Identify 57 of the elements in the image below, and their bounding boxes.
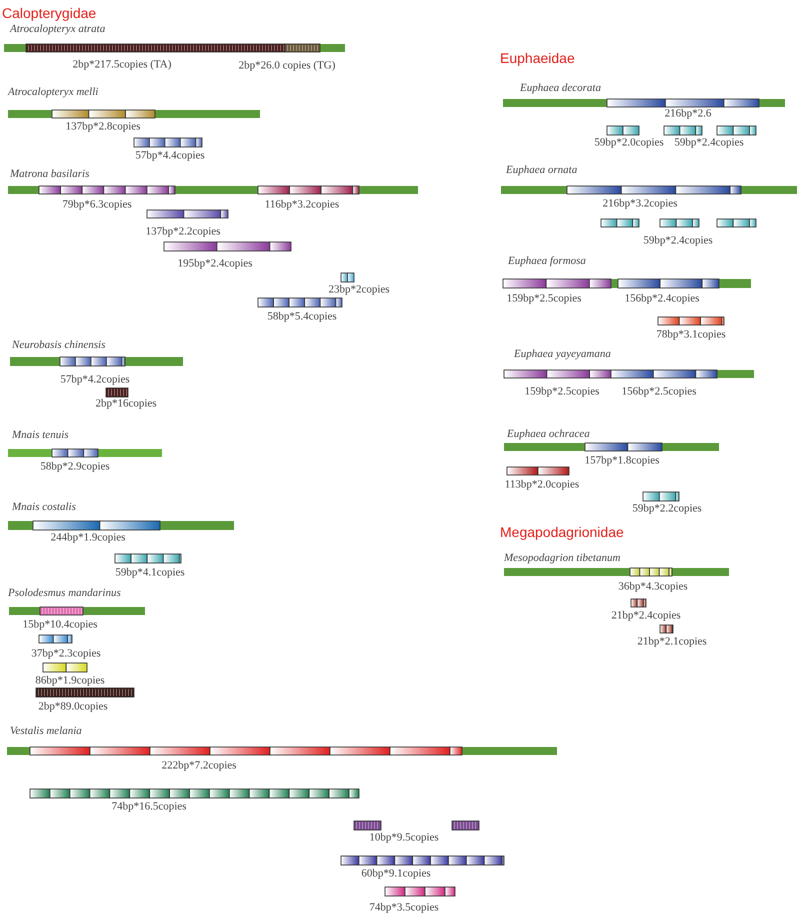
repeat-label: 216bp*2.6: [664, 108, 712, 120]
species-name: Euphaea ornata: [506, 165, 578, 176]
repeat-label: 37bp*2.3copies: [31, 648, 101, 660]
repeat-label: 59bp*2.4copies: [643, 236, 713, 246]
repeat-label: 15bp*10.4copies: [22, 620, 98, 630]
repeat-label: 74bp*16.5copies: [112, 802, 186, 812]
repeat-label: 23bp*2copies: [328, 284, 390, 296]
species-name: Euphaea decorata: [520, 83, 601, 94]
family-heading: Euphaeidae: [500, 51, 575, 65]
repeat-label: 59bp*2.0copies: [594, 138, 664, 148]
repeat-label: 195bp*2.4copies: [178, 258, 252, 270]
species-name: Vestalis melania: [10, 726, 82, 737]
species-name: Mnais costalis: [12, 502, 76, 513]
repeat-label: 159bp*2.5copies: [506, 294, 582, 304]
repeat-label: 2bp*26.0 copies (TG): [238, 60, 336, 72]
species-name: Matrona basilaris: [10, 169, 90, 180]
repeat-label: 86bp*1.9copies: [35, 676, 105, 686]
repeat-label: 21bp*2.1copies: [637, 636, 707, 648]
repeat-label: 10bp*9.5copies: [369, 832, 439, 844]
repeat-label: 59bp*2.2copies: [632, 504, 702, 514]
repeat-label: 2bp*217.5copies (TA): [72, 60, 172, 70]
repeat-label: 57bp*4.4copies: [135, 150, 205, 162]
species-name: Euphaea yayeyamana: [514, 349, 611, 360]
family-heading: Calopterygidae: [2, 6, 96, 20]
species-name: Euphaea ochracea: [507, 429, 590, 440]
repeat-label: 36bp*4.3copies: [618, 582, 688, 592]
repeat-label: 116bp*3.2copies: [264, 200, 340, 210]
repeat-label: 156bp*2.5copies: [622, 386, 696, 398]
species-name: Atrocalopteryx melli: [8, 87, 98, 98]
repeat-label: 57bp*4.2copies: [60, 374, 130, 386]
species-name: Neurobasis chinensis: [12, 340, 106, 351]
repeat-label: 157bp*1.8copies: [584, 456, 660, 466]
repeat-label: 137bp*2.2copies: [146, 226, 220, 238]
repeat-label: 74bp*3.5copies: [369, 902, 439, 914]
repeat-label: 244bp*1.9copies: [50, 532, 126, 544]
repeat-label: 59bp*2.4copies: [674, 138, 744, 148]
repeat-label: 78bp*3.1copies: [656, 330, 726, 340]
repeat-label: 21bp*2.4copies: [611, 610, 681, 622]
repeat-label: 79bp*6.3copies: [62, 200, 132, 210]
repeat-label: 137bp*2.8copies: [66, 122, 140, 132]
repeat-label: 2bp*89.0copies: [38, 702, 108, 712]
repeat-label: 216bp*3.2copies: [602, 198, 678, 210]
species-name: Euphaea formosa: [508, 256, 586, 267]
repeat-label: 2bp*16copies: [95, 398, 157, 410]
repeat-label: 156bp*2.4copies: [624, 294, 700, 304]
species-name: Psolodesmus mandarinus: [8, 588, 121, 599]
species-name: Atrocalopteryx atrata: [10, 24, 106, 35]
repeat-label: 60bp*9.1copies: [361, 868, 431, 880]
repeat-label: 59bp*4.1copies: [115, 568, 185, 578]
repeat-label: 58bp*5.4copies: [267, 312, 337, 322]
repeat-label: 222bp*7.2copies: [162, 760, 236, 772]
species-name: Mnais tenuis: [12, 430, 69, 441]
species-name: Mesopodagrion tibetanum: [504, 553, 620, 564]
repeat-label: 58bp*2.9copies: [40, 462, 110, 472]
family-heading: Megapodagrionidae: [500, 525, 624, 539]
repeat-label: 159bp*2.5copies: [524, 386, 600, 398]
repeat-label: 113bp*2.0copies: [504, 480, 580, 490]
